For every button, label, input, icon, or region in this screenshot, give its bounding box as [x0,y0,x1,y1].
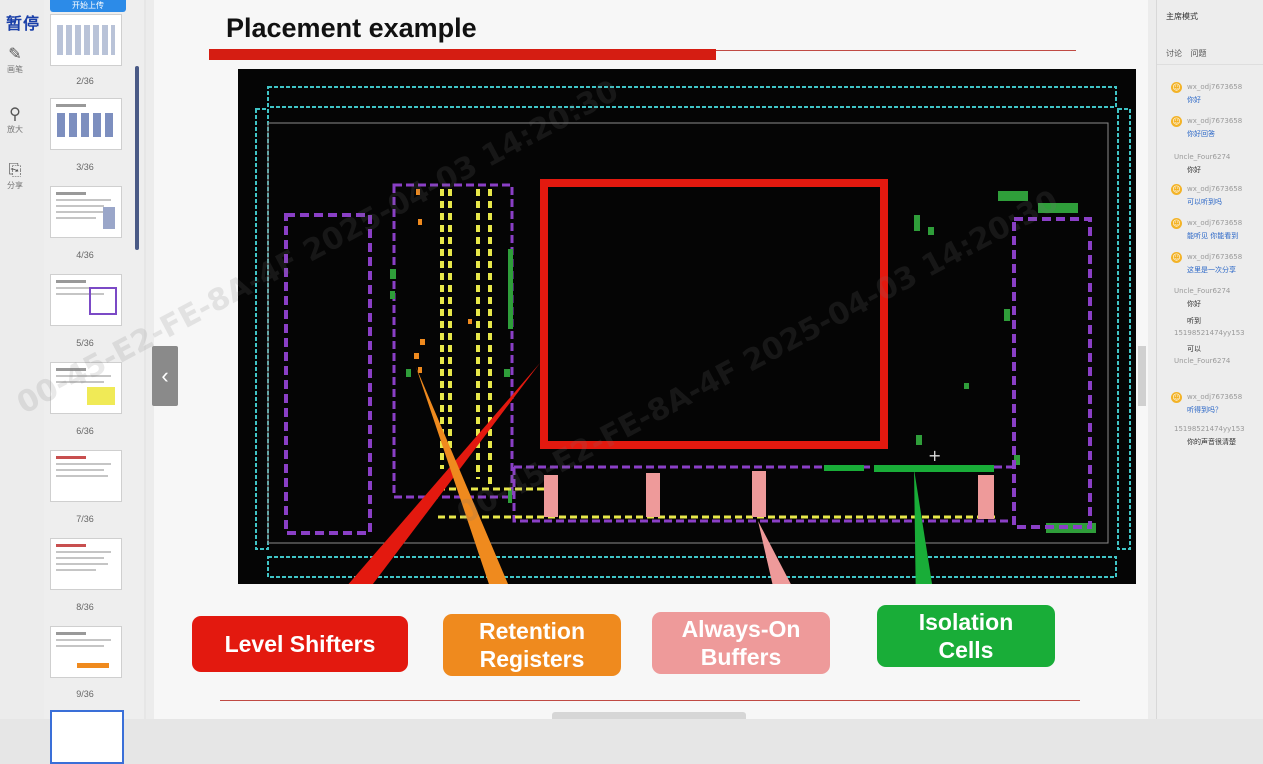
page-control-bar[interactable] [552,712,746,719]
pen-tool[interactable]: ✎ 画笔 [0,46,30,75]
slide-thumbnail[interactable] [50,14,122,66]
avatar-icon: ☺ [1171,184,1182,195]
avatar-icon: ☺ [1171,218,1182,229]
thumbnail-page-number: 9/36 [76,689,94,699]
callout-always-on-buffers: Always-On Buffers [652,612,830,674]
thumbnail-page-number: 8/36 [76,602,94,612]
next-slide-handle[interactable] [1138,346,1146,406]
slide-thumbnail[interactable] [50,274,122,326]
io-ring [255,86,1131,578]
tool-strip: 暂停 ✎ 画笔 ⚲ 放大 ⎘ 分享 [0,0,45,719]
avatar-icon: ☺ [1171,82,1182,93]
slide-thumbnail[interactable] [50,450,122,502]
callout-retention-registers: Retention Registers [443,614,621,676]
slide-thumbnail-current[interactable] [50,710,124,764]
tab-discussion[interactable]: 讨论 [1166,49,1182,58]
thumbnail-page-number: 2/36 [76,76,94,86]
isolation-cell-row [874,465,994,472]
zoom-tool[interactable]: ⚲ 放大 [0,106,30,135]
slide-canvas: Placement example [154,0,1148,719]
right-power-domain [1012,217,1092,529]
left-power-domain [284,213,372,535]
chat-tabs: 讨论 问题 [1166,48,1213,59]
slide-footer-rule [220,700,1080,701]
avatar-icon: ☺ [1171,252,1182,263]
thumbnail-page-number: 7/36 [76,514,94,524]
retention-region [392,183,514,499]
thumbnail-scrollbar[interactable] [135,66,139,250]
tab-questions[interactable]: 问题 [1190,49,1207,58]
share-tool[interactable]: ⎘ 分享 [0,162,30,191]
cursor-crosshair: + [928,446,941,465]
slide-thumbnail[interactable] [50,98,122,150]
thumbnail-page-number: 3/36 [76,162,94,172]
chevron-left-icon: ‹ [161,363,169,388]
pen-icon: ✎ [8,46,22,63]
slide-stage: Placement example [146,0,1156,719]
memory-macro [540,179,888,449]
bottom-power-domain [512,465,1014,523]
retention-register-dots [414,189,472,373]
avatar-icon: ☺ [1171,116,1182,127]
previous-slide-button[interactable]: ‹ [152,346,178,406]
always-on-buffer-pointer [758,521,791,584]
bottom-retention-path [438,487,998,519]
slide-thumbnail[interactable] [50,186,122,238]
title-underline-accent [209,49,716,60]
green-cells [390,191,1096,533]
slide-thumbnail[interactable] [50,362,122,414]
retention-columns [440,189,492,484]
slide-thumbnail-panel: 开始上传 2/36 3/36 4/36 5/36 6/36 7/36 8/36 … [44,0,144,764]
chat-divider [1157,64,1263,65]
chat-mode-label[interactable]: 主席模式 [1166,12,1198,21]
always-on-buffer-blocks [544,471,994,519]
upload-button[interactable]: 开始上传 [50,0,126,12]
chat-panel: 主席模式 讨论 问题 ☺ wx_odj7673658 你好 ☺ wx_odj76… [1156,0,1263,719]
pause-button[interactable]: 暂停 [6,14,41,33]
share-icon: ⎘ [8,162,22,179]
title-underline-rule [716,50,1076,51]
isolation-cell-pointer [914,469,933,584]
thumbnail-page-number: 5/36 [76,338,94,348]
slide-thumbnail[interactable] [50,626,122,678]
callout-isolation-cells: Isolation Cells [877,605,1055,667]
chip-layout-image: + [238,69,1136,584]
slide-title: Placement example [226,13,477,43]
search-icon: ⚲ [9,106,21,123]
callout-level-shifters: Level Shifters [192,616,408,672]
slide-thumbnail[interactable] [50,538,122,590]
thumbnail-page-number: 4/36 [76,250,94,260]
thumbnail-page-number: 6/36 [76,426,94,436]
avatar-icon: ☺ [1171,392,1182,403]
